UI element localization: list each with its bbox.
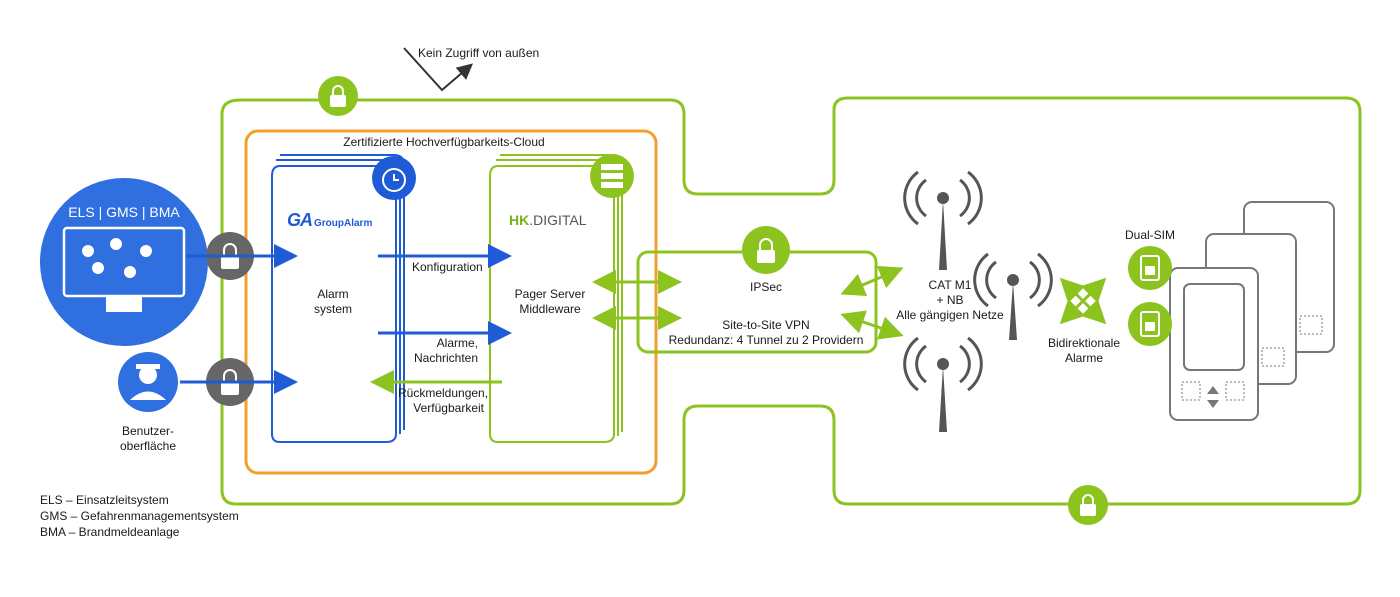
cloud-title: Zertifizierte Hochverfügbarkeits-Cloud — [343, 135, 545, 149]
alarme-label: Alarme,Nachrichten — [414, 336, 479, 365]
antenna-middle — [973, 252, 1053, 308]
legend-item: ELS – Einsatzleitsystem — [40, 493, 169, 507]
els-circle — [40, 178, 208, 346]
antenna-bottom — [903, 336, 983, 392]
rueckmeldungen-label: Rückmeldungen,Verfügbarkeit — [398, 386, 489, 415]
els-label: ELS | GMS | BMA — [68, 204, 180, 220]
hk-digital-logo: HK.DIGITAL — [509, 212, 587, 228]
no-access-label: Kein Zugriff von außen — [418, 46, 540, 60]
user-label: Benutzer-oberfläche — [119, 424, 177, 453]
secure-perimeter — [220, 96, 1362, 506]
antenna-top — [903, 170, 983, 226]
cloud-box — [244, 129, 658, 475]
bidirectional-arrows-icon — [1059, 277, 1107, 325]
dual-sim-label: Dual-SIM — [1124, 228, 1176, 242]
legend-item: BMA – Brandmeldeanlage — [40, 525, 180, 539]
no-access-arrow — [403, 47, 474, 92]
legend: ELS – Einsatzleitsystem GMS – Gefahrenma… — [40, 492, 239, 540]
legend-item: GMS – Gefahrenmanagementsystem — [40, 509, 239, 523]
ipsec-label: IPSec — [749, 280, 783, 294]
konfiguration-label: Konfiguration — [412, 260, 483, 274]
